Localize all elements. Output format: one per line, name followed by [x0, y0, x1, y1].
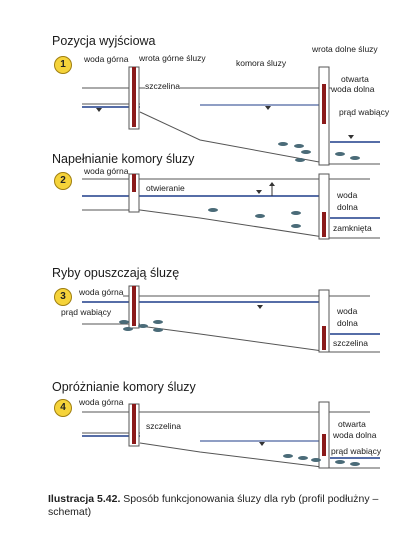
fish-group: [119, 320, 163, 332]
label-upper-gate: wrota górne śluzy: [139, 53, 206, 63]
label-headwater: woda górna: [79, 397, 124, 407]
panel-title: Pozycja wyjściowa: [52, 34, 156, 48]
lock-profile-diagram: [82, 173, 380, 240]
panel-1-initial-position: Pozycja wyjściowa 1 woda górna wrota gór…: [0, 34, 419, 166]
label-chamber: komora śluzy: [236, 58, 287, 68]
panel-2-filling: Napełnianie komory śluzy 2 woda górna ot…: [0, 152, 419, 262]
label-tailwater-1: woda: [337, 190, 358, 200]
water-level-marker: [265, 106, 271, 110]
fish-group: [283, 454, 360, 466]
label-tailwater-2: dolna: [337, 202, 358, 212]
water-level-marker: [348, 135, 354, 139]
step-number-badge: 1: [54, 56, 72, 74]
caption-text: Sposób funkcjonowania śluzy dla ryb (pro…: [48, 493, 379, 518]
lock-profile-diagram: [82, 401, 380, 469]
label-open-2: woda dolna: [333, 430, 377, 440]
step-number-badge: 2: [54, 172, 72, 190]
label-attraction-flow: prąd wabiący: [331, 446, 382, 456]
figure-caption: Ilustracja 5.42. Sposób funkcjonowania ś…: [48, 493, 398, 519]
label-closed: zamknięta: [333, 223, 372, 233]
upper-gate: [132, 67, 136, 127]
step-number-badge: 3: [54, 288, 72, 306]
lower-gate: [322, 326, 326, 350]
panel-4-emptying: Opróżnianie komory śluzy 4 woda górna sz…: [0, 380, 419, 490]
water-level-marker: [256, 190, 262, 194]
label-open-1: otwarta: [341, 74, 369, 84]
panel-3-fish-leave: Ryby opuszczają śluzę 3 woda górna prąd …: [0, 266, 419, 376]
fish-group: [278, 142, 360, 162]
panel-title: Ryby opuszczają śluzę: [52, 266, 180, 280]
upper-gate: [132, 174, 136, 192]
panel-title: Opróżnianie komory śluzy: [52, 380, 196, 394]
lower-gate: [322, 434, 326, 456]
label-attraction-flow: prąd wabiący: [61, 307, 112, 317]
lock-profile-diagram: [82, 66, 380, 166]
label-headwater: woda górna: [84, 54, 129, 64]
label-lower-gate: wrota dolne śluzy: [312, 44, 378, 54]
label-gap: szczelina: [145, 81, 180, 91]
label-headwater: woda górna: [79, 287, 124, 297]
lower-gate: [322, 212, 326, 237]
panel-title: Napełnianie komory śluzy: [52, 152, 195, 166]
water-level-marker: [96, 108, 102, 112]
lower-gate: [322, 84, 326, 124]
label-gap: szczelina: [146, 421, 181, 431]
water-level-marker: [257, 305, 263, 309]
lock-profile-diagram: [82, 285, 380, 353]
upper-gate: [132, 404, 136, 444]
fish-group: [208, 208, 301, 228]
label-headwater: woda górna: [84, 166, 129, 176]
upper-gate: [132, 286, 136, 326]
step-number-badge: 4: [54, 399, 72, 417]
label-open-1: otwarta: [338, 419, 366, 429]
label-opening: otwieranie: [146, 183, 185, 193]
label-attraction-flow: prąd wabiący: [339, 107, 390, 117]
label-gap: szczelina: [333, 338, 368, 348]
caption-label: Ilustracja 5.42.: [48, 493, 121, 505]
label-tailwater-1: woda: [337, 306, 358, 316]
label-tailwater-2: dolna: [337, 318, 358, 328]
water-level-marker: [259, 442, 265, 446]
label-open-2: woda dolna: [331, 84, 375, 94]
arrow-head-up: [269, 182, 275, 186]
